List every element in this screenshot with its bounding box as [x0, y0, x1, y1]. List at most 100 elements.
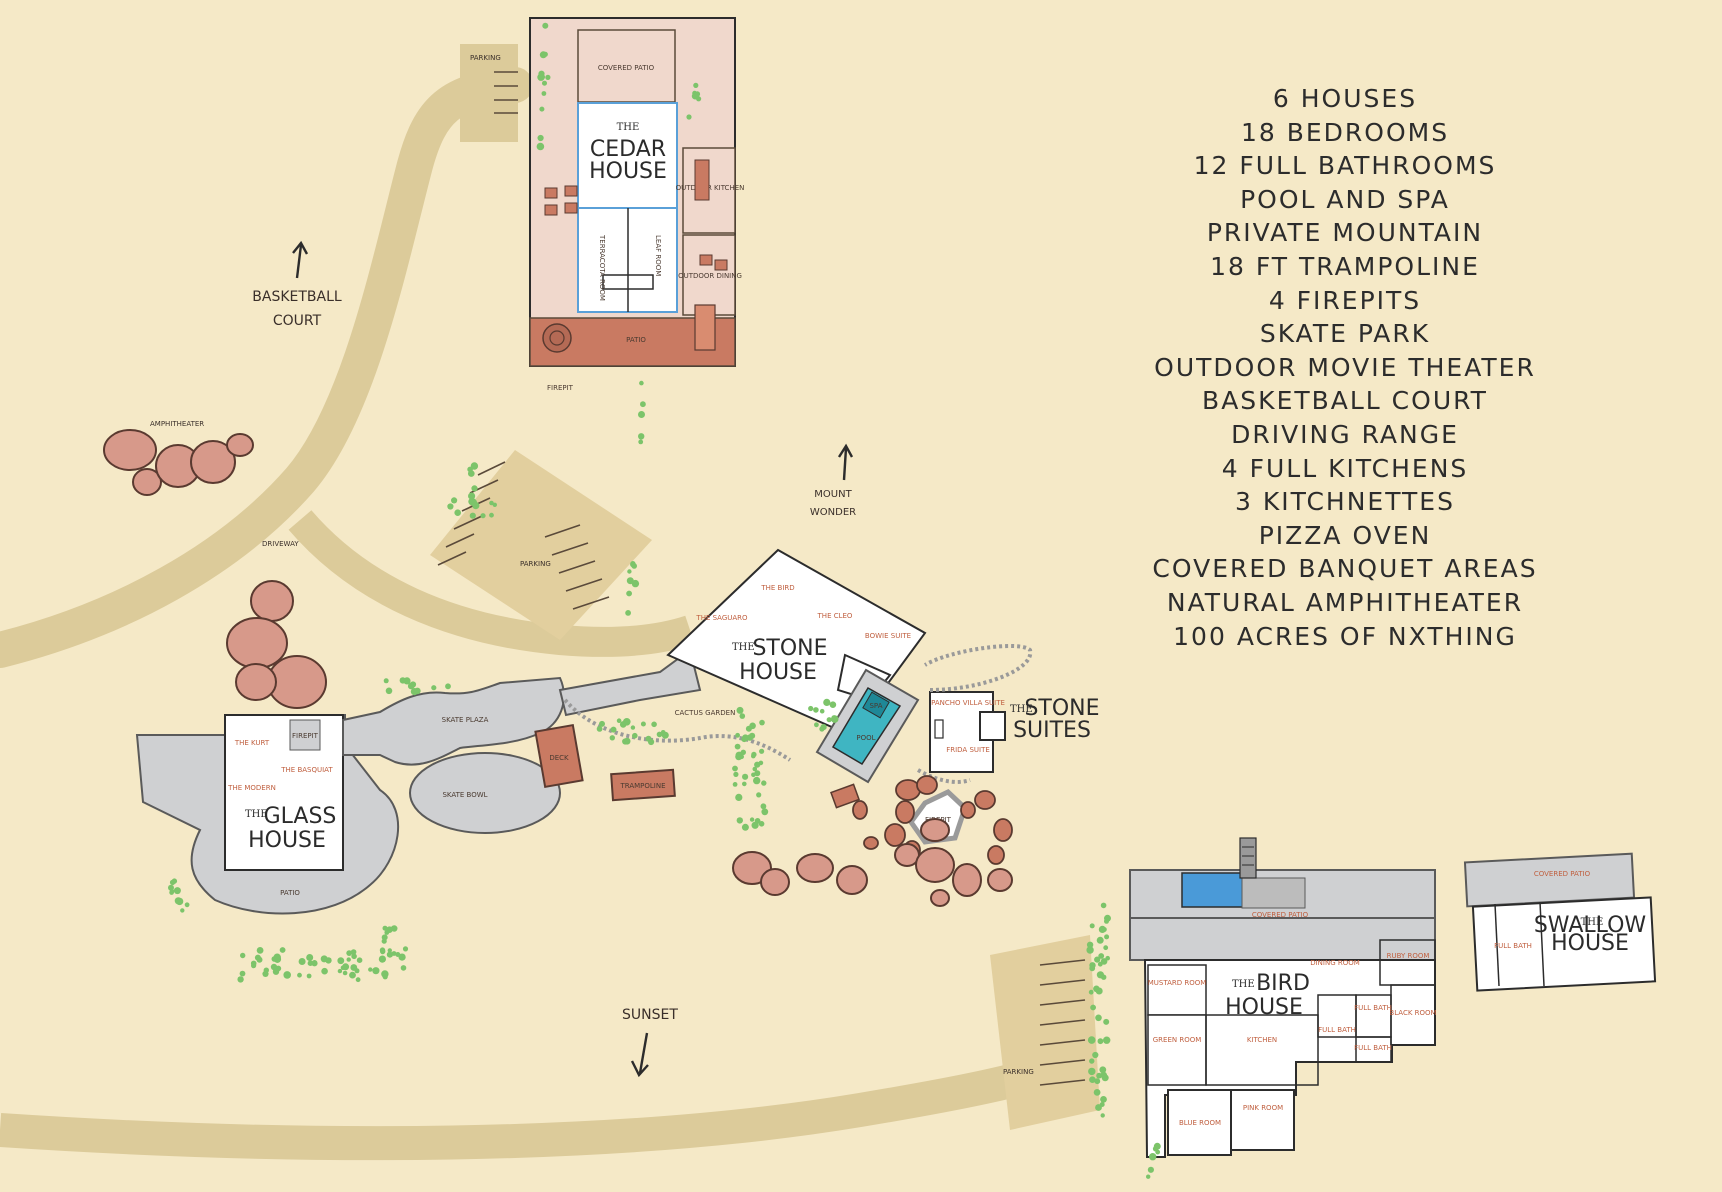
shrub-dot-icon — [1103, 1036, 1111, 1044]
shrub-dot-icon — [340, 965, 346, 971]
shrub-dot-icon — [1094, 956, 1101, 963]
shrub-dot-icon — [538, 70, 545, 77]
shrub-dot-icon — [1147, 1166, 1154, 1173]
shrub-dot-icon — [639, 380, 644, 386]
stone-suites-frida-label: FRIDA SUITE — [946, 746, 990, 754]
shrub-dot-icon — [751, 821, 759, 829]
cedar-parking-pad — [460, 44, 518, 142]
shrub-dot-icon — [350, 949, 357, 955]
shrub-dot-icon — [1089, 1058, 1095, 1064]
shrub-dot-icon — [1100, 1096, 1107, 1103]
shrub-dot-icon — [1100, 1071, 1107, 1079]
shrub-dot-icon — [734, 743, 741, 750]
shrub-dot-icon — [742, 781, 747, 787]
parking-stalls — [437, 71, 1086, 1086]
amenity-item: 6 HOUSES — [1272, 84, 1418, 113]
shrub-dot-icon — [632, 732, 638, 739]
trampoline-label: TRAMPOLINE — [619, 782, 665, 790]
spa-label: SPA — [869, 702, 882, 710]
shrub-dot-icon — [391, 925, 396, 931]
shrub-dot-icon — [184, 902, 190, 908]
shrub-dot-icon — [691, 92, 699, 100]
basketball-label-1: BASKETBALL — [252, 289, 342, 305]
shrub-dot-icon — [380, 948, 386, 955]
shrub-dot-icon — [402, 946, 409, 952]
bird-fullbath1-label: FULL BATH — [1318, 1026, 1356, 1034]
shrub-dot-icon — [451, 497, 458, 504]
deck-label: DECK — [549, 754, 569, 762]
cedar-title-2: HOUSE — [589, 159, 667, 184]
bird-fullbath2-label: FULL BATH — [1354, 1004, 1392, 1012]
shrub-dot-icon — [346, 957, 351, 962]
shrub-dot-icon — [454, 509, 462, 516]
mount-label-1: MOUNT — [814, 489, 852, 500]
shrub-dot-icon — [736, 706, 744, 714]
central-parking-label: PARKING — [520, 560, 551, 568]
bird-title-2: HOUSE — [1225, 995, 1303, 1020]
shrub-dot-icon — [536, 142, 545, 151]
shrub-dot-icon — [758, 760, 764, 766]
shrub-dot-icon — [545, 74, 551, 80]
shrub-dot-icon — [1146, 1174, 1151, 1179]
shrub-dot-icon — [619, 721, 627, 728]
shrub-dot-icon — [758, 821, 765, 827]
shrub-dot-icon — [610, 726, 617, 733]
bird-title-1: BIRD — [1256, 971, 1310, 996]
shrub-dot-icon — [1089, 1076, 1096, 1083]
shrub-dot-icon — [1094, 1078, 1101, 1085]
shrub-dot-icon — [752, 766, 758, 772]
shrub-dot-icon — [819, 726, 825, 732]
shrub-dot-icon — [1149, 1153, 1157, 1161]
shrub-dot-icon — [741, 823, 749, 831]
shrub-dot-icon — [749, 732, 756, 739]
shrub-dot-icon — [808, 705, 814, 712]
shrub-dot-icon — [342, 970, 348, 976]
shrub-dot-icon — [469, 512, 476, 519]
shrub-dot-icon — [1088, 989, 1094, 995]
swallow-house-main — [1471, 896, 1657, 992]
shrub-dot-icon — [1086, 946, 1094, 954]
roads — [0, 44, 1100, 1161]
shrub-dot-icon — [1104, 914, 1111, 922]
shrub-dot-icon — [1098, 925, 1106, 934]
shrub-dot-icon — [541, 91, 547, 96]
shrub-dot-icon — [350, 964, 358, 971]
amenity-item: NATURAL AMPHITHEATER — [1166, 587, 1524, 617]
shrub-dot-icon — [410, 688, 418, 696]
mount-label-2: WONDER — [810, 507, 856, 518]
amenity-item: 3 KITCHNETTES — [1235, 487, 1455, 517]
shrub-dot-icon — [645, 735, 652, 742]
shrub-dot-icon — [735, 732, 740, 738]
shrub-dot-icon — [732, 782, 738, 787]
stone-title-2: HOUSE — [739, 660, 817, 685]
shrub-dot-icon — [761, 808, 769, 816]
stone-suites-title-2: SUITES — [1013, 718, 1091, 743]
parking-connector-road — [288, 510, 695, 657]
shrub-dot-icon — [279, 947, 286, 953]
shrub-dot-icon — [1089, 923, 1095, 929]
glass-firepit-label: FIREPIT — [292, 732, 319, 740]
shrub-dot-icon — [542, 80, 547, 86]
shrub-dot-icon — [1152, 1146, 1159, 1152]
skate-bowl — [409, 752, 561, 834]
amenity-item: PIZZA OVEN — [1258, 520, 1432, 550]
shrub-dot-icon — [599, 720, 605, 727]
stone-cleo-label: THE CLEO — [817, 612, 853, 620]
shrub-dot-icon — [630, 725, 636, 730]
stone-bird-label: THE BIRD — [760, 584, 794, 592]
shrub-dot-icon — [306, 973, 312, 979]
shrub-dot-icon — [386, 951, 393, 958]
cedar-parking-label: PARKING — [470, 54, 501, 62]
glass-title-1: GLASS — [264, 804, 337, 829]
skate-plaza — [342, 676, 565, 766]
shrub-dot-icon — [823, 698, 831, 707]
stone-title-1: STONE — [752, 636, 827, 661]
shrub-dot-icon — [381, 934, 388, 941]
shrub-dot-icon — [736, 817, 743, 824]
swallow-covered-patio-label: COVERED PATIO — [1534, 870, 1591, 878]
swallow-pre: THE — [1581, 917, 1604, 928]
shrub-dot-icon — [489, 500, 494, 506]
shrub-dot-icon — [1097, 1038, 1104, 1045]
shrub-dot-icon — [742, 773, 749, 780]
amenity-item: 18 BEDROOMS — [1240, 117, 1450, 147]
